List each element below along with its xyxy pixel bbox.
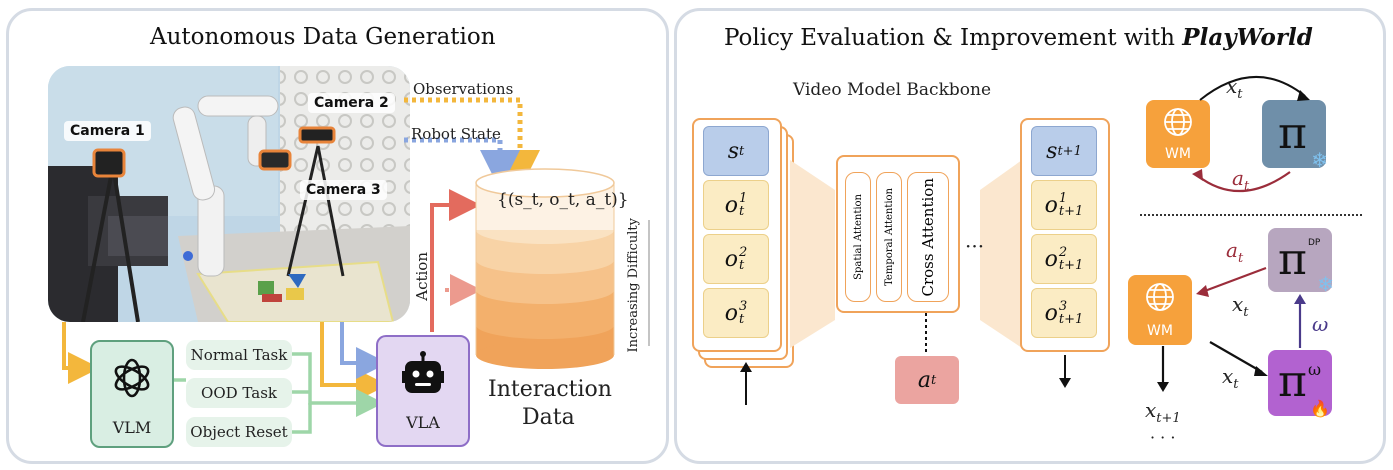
difficulty-label: Increasing Difficulty (626, 218, 641, 353)
pi-dp-box: π DP ❄ (1268, 228, 1334, 296)
backbone-label: Video Model Backbone (793, 80, 991, 100)
left-panel-arrows (62, 97, 540, 434)
pi-omega-box: π ω 🔥 (1268, 350, 1332, 418)
spatial-attention: Spatial Attention (845, 172, 871, 302)
top-loop-arrows (1192, 76, 1310, 193)
snowflake-icon: ❄ (1311, 148, 1328, 172)
xt-bottom-2: xt (1222, 364, 1239, 392)
wm-label-bottom: WM (1147, 323, 1173, 339)
snowflake-icon-dp: ❄ (1317, 272, 1334, 296)
action-label: Action (413, 252, 431, 301)
observations-label: Observations (413, 80, 514, 98)
task-ood: OOD Task (186, 378, 292, 408)
temporal-attention: Temporal Attention (876, 172, 902, 302)
vla-label: VLA (406, 413, 440, 432)
vla-box: VLA (376, 335, 470, 447)
task-object-reset: Object Reset (186, 417, 292, 447)
vlm-box: VLM (90, 340, 174, 448)
robot-state-label: Robot State (411, 125, 501, 143)
backbone-connectors (740, 160, 1071, 405)
openai-logo-icon (114, 358, 150, 398)
separator (1140, 214, 1362, 216)
right-panel-title: Policy Evaluation & Improvement with Pla… (724, 24, 1313, 51)
xt-bottom-1: xt (1232, 292, 1249, 320)
interaction-data-line2: Data (522, 405, 575, 430)
difficulty-arrow (648, 220, 650, 346)
action-arrow (430, 189, 481, 332)
fire-icon: 🔥 (1310, 399, 1330, 418)
trailing-dots: · · · (1150, 428, 1176, 447)
at-top: at (1232, 166, 1250, 194)
camera-1-label: Camera 1 (64, 121, 151, 141)
robot-state-arrow (404, 137, 520, 190)
wm-box-bottom: WM (1128, 275, 1192, 345)
xt1-bottom: xt+1 (1145, 398, 1181, 426)
observations-arrow (404, 97, 540, 190)
interaction-data-line1: Interaction (488, 377, 612, 402)
camera-3-label: Camera 3 (300, 180, 387, 200)
omega-label: ω (1312, 312, 1329, 336)
left-panel-title: Autonomous Data Generation (150, 24, 496, 50)
wm-label-top: WM (1165, 146, 1191, 162)
interaction-database (475, 168, 615, 369)
wm-box-top: WM (1146, 100, 1210, 168)
pi-frozen-box: π ❄ (1262, 100, 1328, 172)
globe-icon-bottom (1146, 283, 1174, 311)
bottom-loop-arrows (1157, 266, 1306, 392)
task-normal: Normal Task (186, 340, 292, 370)
globe-icon (1164, 108, 1192, 136)
vlm-label: VLM (112, 418, 152, 437)
robot-icon (402, 351, 444, 393)
database-tuple: {(s_t, o_t, a_t)} (497, 190, 629, 210)
xt-top: xt (1226, 74, 1243, 102)
cross-attention: Cross Attention (907, 172, 949, 302)
camera-2-label: Camera 2 (308, 93, 395, 113)
at-bottom: at (1226, 238, 1244, 266)
ellipsis: ··· (965, 234, 985, 258)
